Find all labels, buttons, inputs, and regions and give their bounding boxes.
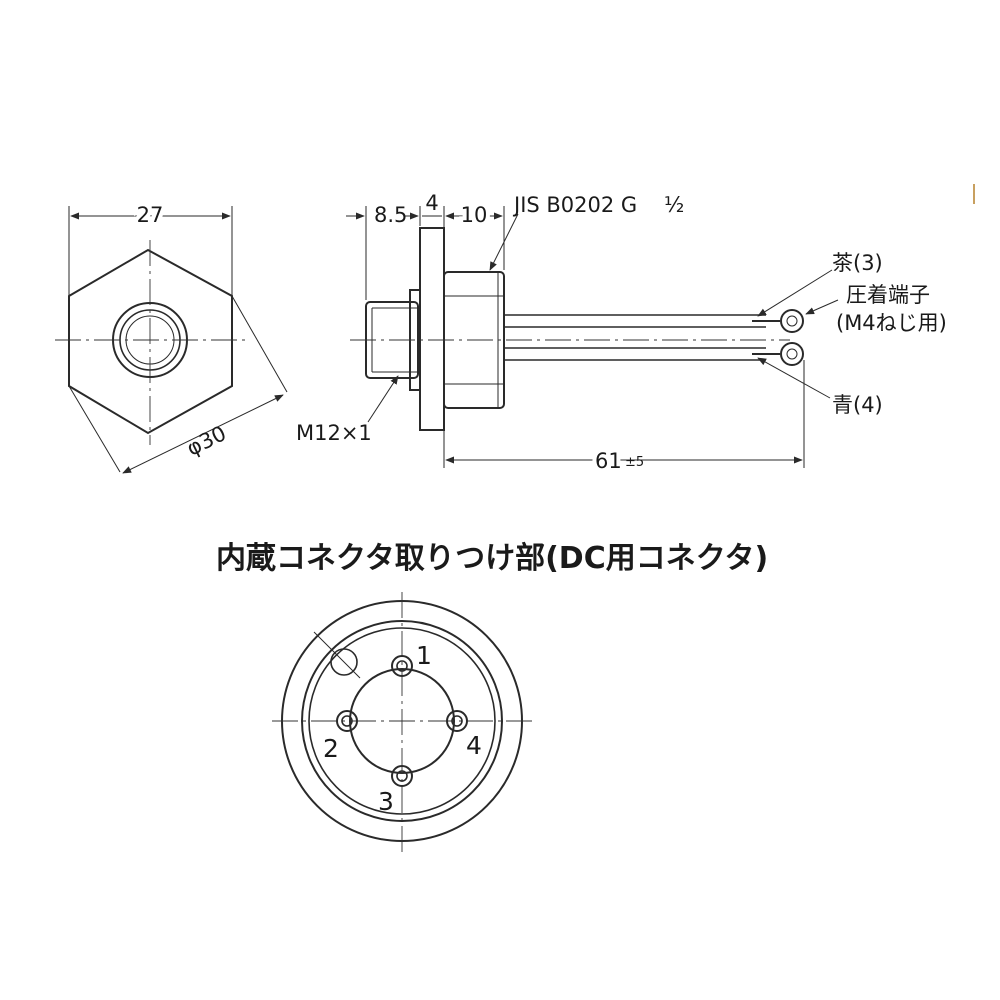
dim-61-label: 61 bbox=[595, 449, 622, 473]
blue-label: 青(4) bbox=[832, 393, 883, 417]
pin-1 bbox=[391, 655, 413, 677]
dim-4-label: 4 bbox=[425, 191, 438, 215]
connector-title: 内蔵コネクタ取りつけ部(DC用コネクタ) bbox=[216, 541, 768, 576]
pin-4-label: 4 bbox=[466, 731, 482, 760]
m12-leader bbox=[367, 375, 399, 423]
dim-phi30-line bbox=[122, 394, 284, 474]
blue-leader bbox=[757, 357, 831, 399]
pin-3 bbox=[391, 765, 413, 787]
jis-label: JIS B0202 G bbox=[512, 193, 637, 217]
pin-2 bbox=[336, 710, 358, 732]
front-view: 27 φ30 bbox=[55, 199, 288, 474]
connector-key-line bbox=[313, 631, 361, 679]
side-view: 8.5 4 10 JIS B0202 G ½ M12×1 61 ±5 茶(3) … bbox=[296, 191, 947, 477]
connector-key bbox=[330, 648, 358, 676]
jis-fraction: ½ bbox=[664, 193, 684, 217]
m12-label: M12×1 bbox=[296, 421, 372, 445]
hex-outline bbox=[68, 248, 233, 435]
pin-2-label: 2 bbox=[323, 734, 339, 763]
terminal-label-1: 圧着端子 bbox=[846, 283, 930, 307]
terminal-label-2: (M4ねじ用) bbox=[836, 311, 947, 335]
dim-10-label: 10 bbox=[461, 203, 488, 227]
terminal-blue-hole bbox=[786, 348, 798, 360]
dim-phi30-ext-b bbox=[231, 295, 288, 393]
terminal-blue-ring bbox=[780, 342, 804, 366]
connector-view: 1 2 3 4 bbox=[272, 592, 535, 855]
brown-label: 茶(3) bbox=[832, 251, 883, 275]
jis-leader bbox=[489, 213, 519, 271]
pin-1-label: 1 bbox=[416, 641, 432, 670]
dim-27-label: 27 bbox=[137, 203, 164, 227]
dim-phi30-ext-a bbox=[68, 385, 121, 473]
pin-3-label: 3 bbox=[378, 787, 394, 816]
dim-61-tolerance: ±5 bbox=[625, 455, 644, 470]
terminal-brown-hole bbox=[786, 315, 798, 327]
pin-4 bbox=[446, 710, 468, 732]
brown-leader bbox=[757, 269, 833, 317]
dim-phi30-label: φ30 bbox=[183, 421, 230, 460]
terminal-brown-ring bbox=[780, 309, 804, 333]
dim-8-5-label: 8.5 bbox=[374, 203, 407, 227]
flange bbox=[419, 227, 445, 431]
terminal-leader bbox=[805, 299, 839, 315]
connector-ring-3 bbox=[308, 627, 496, 815]
